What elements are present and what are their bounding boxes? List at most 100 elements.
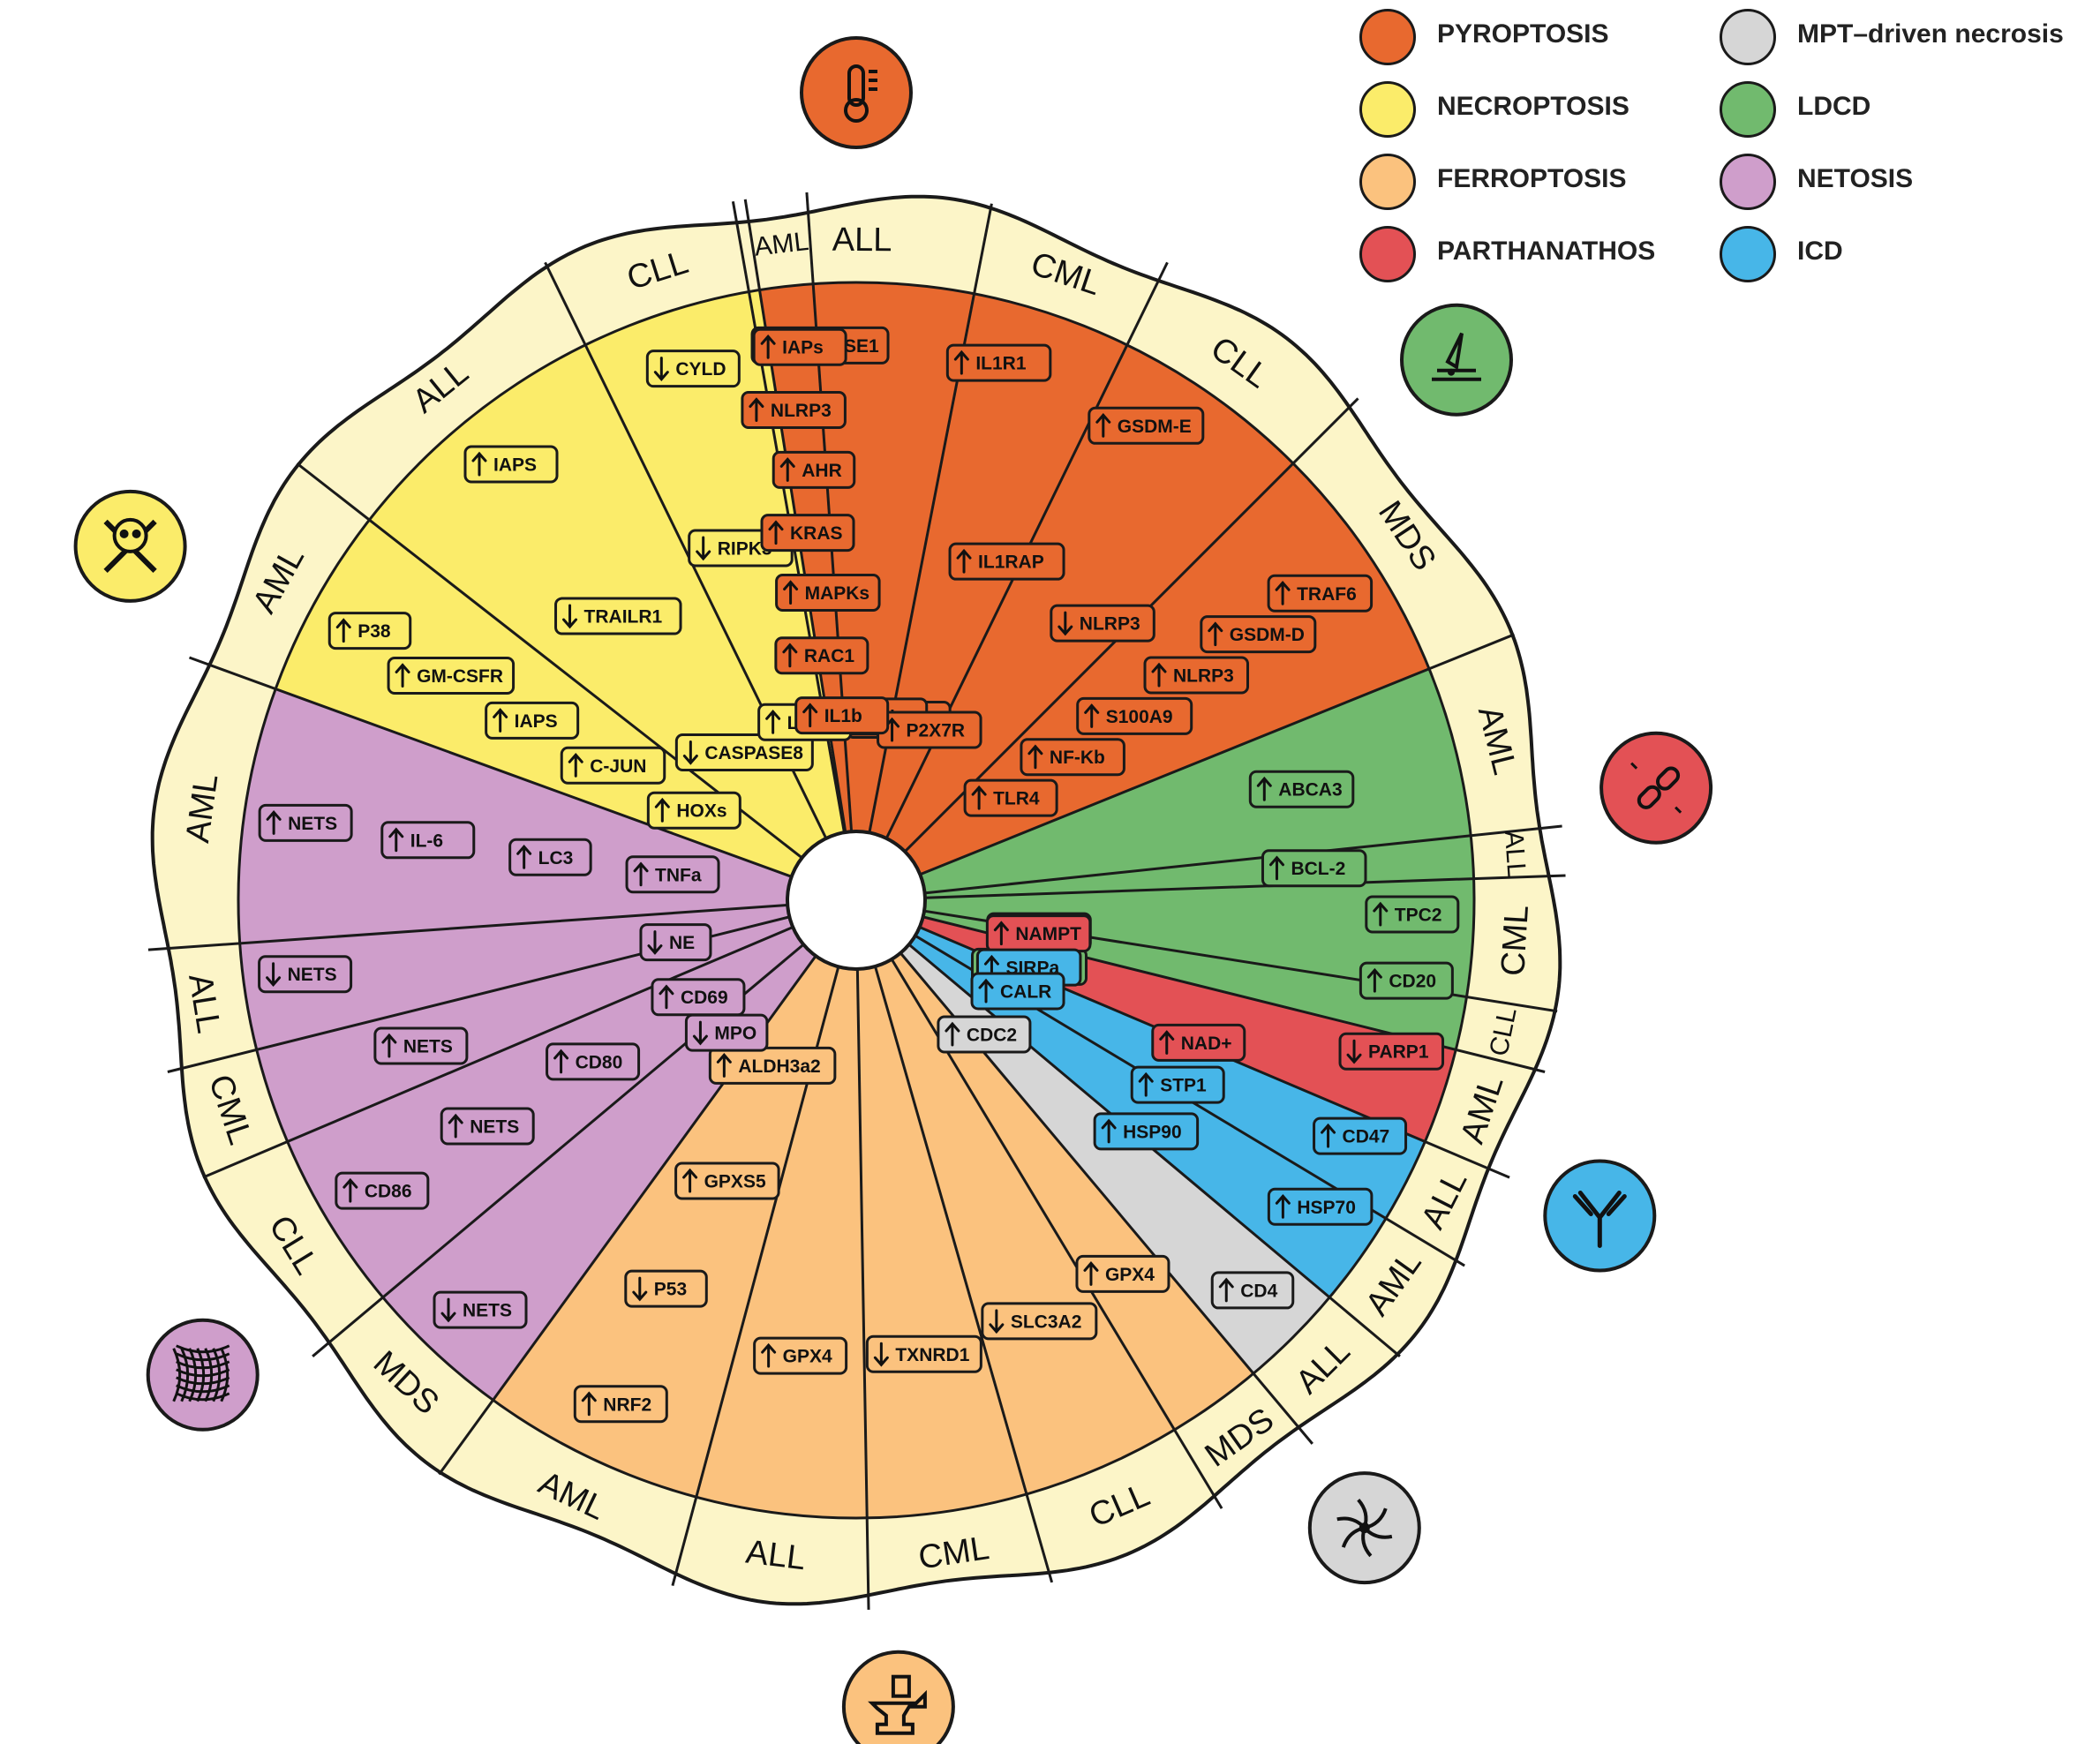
marker-label: NLRP3 xyxy=(771,401,832,421)
marker-iaps: IAPS xyxy=(485,701,580,740)
marker-label: HSP70 xyxy=(1297,1198,1356,1218)
marker-nlrp3: NLRP3 xyxy=(1143,656,1250,695)
marker-label: NF-Kb xyxy=(1050,748,1105,768)
marker-label: GPX4 xyxy=(1105,1265,1155,1285)
marker-lc3: LC3 xyxy=(508,838,592,876)
marker-p38: P38 xyxy=(327,612,412,650)
marker-box xyxy=(1076,696,1193,735)
sector-ferroptosis-mds xyxy=(892,952,1253,1431)
marker-label: GPX4 xyxy=(783,1347,832,1367)
marker-nf-kb: NF-Kb xyxy=(1020,738,1125,777)
up-arrow-icon xyxy=(978,978,994,1004)
sector-divider xyxy=(924,824,1562,895)
anvil-icon xyxy=(841,1650,955,1744)
thermometer-icon xyxy=(800,36,913,149)
marker-aldh3a2: ALDH3a2 xyxy=(708,1046,837,1085)
sector-ldcd-cml xyxy=(924,878,1474,997)
up-arrow-icon xyxy=(993,921,1009,946)
marker-cd86: CD86 xyxy=(335,1171,430,1210)
up-arrow-icon xyxy=(448,1113,463,1139)
up-arrow-icon xyxy=(956,548,972,574)
marker-box xyxy=(1088,406,1205,445)
disease-label: ALL xyxy=(181,971,227,1035)
up-arrow-icon xyxy=(1027,744,1043,770)
marker-label: CD80 xyxy=(576,1052,623,1072)
marker-label: IL1RAP xyxy=(978,553,1044,573)
drop-icon xyxy=(1400,303,1513,417)
marker-box xyxy=(1020,738,1125,777)
marker-label: ALDH3a2 xyxy=(738,1056,820,1077)
marker-nrf2: NRF2 xyxy=(573,1385,668,1424)
marker-slc3a2: SLC3A2 xyxy=(981,1302,1098,1341)
marker-box xyxy=(560,746,666,785)
marker-bcl-2: BCL-2 xyxy=(1261,849,1367,888)
marker-label: TNFa xyxy=(655,865,702,885)
marker-box xyxy=(440,1107,535,1146)
marker-label: NETS xyxy=(470,1117,519,1138)
marker-cd20: CD20 xyxy=(1359,961,1454,1000)
up-arrow-icon xyxy=(1275,1194,1291,1219)
sector-netosis-mds xyxy=(382,944,817,1401)
marker-il1rap: IL1RAP xyxy=(948,542,1065,581)
up-arrow-icon xyxy=(1208,621,1223,647)
marker-label: CD20 xyxy=(1389,972,1436,992)
marker-nets: NETS xyxy=(373,1026,469,1065)
marker-hoxs: HOXs xyxy=(646,791,741,830)
sector-divider xyxy=(202,926,794,1179)
marker-box xyxy=(1130,1065,1225,1104)
marker-box xyxy=(1075,1254,1170,1293)
marker-box xyxy=(1261,849,1367,888)
down-arrow-icon xyxy=(692,1020,708,1046)
marker-gsdm-e: GSDM-E xyxy=(1088,406,1205,445)
sector-divider xyxy=(919,633,1516,876)
up-arrow-icon xyxy=(388,827,404,853)
up-arrow-icon xyxy=(1218,1277,1234,1303)
legend-swatch xyxy=(1359,226,1416,282)
marker-label: IL-6 xyxy=(410,831,443,851)
marker-box xyxy=(775,573,881,612)
marker-box xyxy=(327,612,412,650)
marker-box xyxy=(674,1161,780,1200)
marker-p53: P53 xyxy=(624,1269,708,1308)
marker-label: BCL-2 xyxy=(1291,859,1345,879)
marker-label: GPXS5 xyxy=(704,1172,766,1192)
marker-box xyxy=(1151,1023,1246,1062)
disease-label: ALL xyxy=(1499,830,1532,879)
legend-label: PARTHANATHOS xyxy=(1437,237,1656,266)
sector-necroptosis-aml xyxy=(275,520,802,877)
sector-divider xyxy=(907,943,1401,1357)
marker-box xyxy=(258,955,353,994)
marker-box xyxy=(463,445,559,484)
up-arrow-icon xyxy=(471,451,487,477)
up-arrow-icon xyxy=(633,861,649,887)
marker-box xyxy=(258,803,353,842)
marker-cdc2: CDC2 xyxy=(937,1015,1032,1054)
up-arrow-icon xyxy=(716,1053,732,1078)
marker-box xyxy=(508,838,592,876)
icon-badge xyxy=(841,1650,955,1744)
marker-box xyxy=(1313,1116,1408,1155)
legend-label: NETOSIS xyxy=(1797,164,1914,193)
marker-box xyxy=(772,450,856,489)
marker-label: P53 xyxy=(654,1280,687,1300)
up-arrow-icon xyxy=(765,709,781,734)
marker-ahr: AHR xyxy=(772,450,856,489)
marker-nets: NETS xyxy=(258,955,353,994)
legend-swatch xyxy=(1359,154,1416,210)
marker-kras: KRAS xyxy=(760,514,855,553)
marker-nlrp3: NLRP3 xyxy=(1050,604,1155,643)
legend-label: FERROPTOSIS xyxy=(1437,164,1627,193)
marker-c-jun: C-JUN xyxy=(560,746,666,785)
ring-inner-edge xyxy=(237,281,1476,1520)
marker-box xyxy=(624,1269,708,1308)
marker-gsdm-d: GSDM-D xyxy=(1200,615,1317,654)
up-arrow-icon xyxy=(1275,581,1291,605)
down-arrow-icon xyxy=(696,536,711,561)
marker-cd69: CD69 xyxy=(651,978,746,1017)
antibody-icon xyxy=(1543,1159,1657,1273)
marker-label: TLR4 xyxy=(993,789,1040,809)
up-arrow-icon xyxy=(761,1342,777,1368)
sector-ferroptosis-cml xyxy=(857,966,1027,1518)
marker-label: HSP90 xyxy=(1123,1122,1182,1142)
down-arrow-icon xyxy=(653,357,669,381)
